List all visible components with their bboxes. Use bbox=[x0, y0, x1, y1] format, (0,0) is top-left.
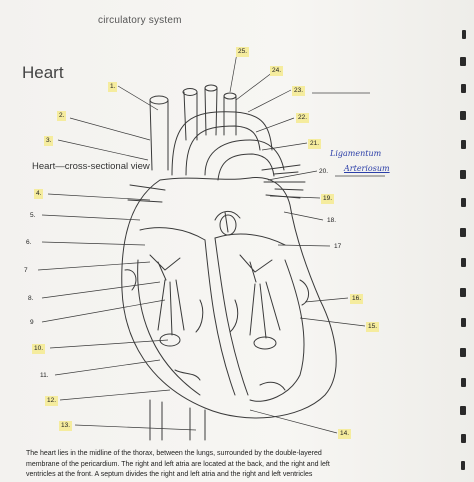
label-19: 19. bbox=[321, 194, 335, 204]
label-15: 15. bbox=[366, 322, 380, 332]
caption-text: The heart lies in the midline of the tho… bbox=[26, 450, 330, 478]
page-title: Heart bbox=[22, 63, 64, 82]
label-4: 4. bbox=[34, 189, 44, 199]
label-14: 14. bbox=[338, 429, 352, 439]
label-21: 21. bbox=[308, 139, 322, 149]
label-24: 24. bbox=[270, 66, 284, 76]
diagram-subtitle: Heart—cross-sectional view bbox=[32, 161, 150, 172]
handwritten-answer-line1: Ligamentum bbox=[330, 149, 382, 158]
label-10: 10. bbox=[32, 344, 46, 354]
label-5: 5. bbox=[30, 212, 36, 219]
page-header: circulatory system bbox=[98, 15, 182, 26]
label-22: 22. bbox=[296, 113, 310, 123]
label-1: 1. bbox=[108, 82, 118, 92]
label-17: 17 bbox=[334, 243, 342, 250]
handwritten-answer-line2: Arteriosum bbox=[344, 164, 390, 173]
label-6: 6. bbox=[26, 239, 32, 246]
label-23: 23. bbox=[292, 86, 306, 96]
label-25: 25. bbox=[236, 47, 250, 57]
label-7: 7 bbox=[24, 267, 28, 274]
label-12: 12. bbox=[45, 396, 59, 406]
label-3: 3. bbox=[44, 136, 54, 146]
label-20: 20. bbox=[319, 168, 329, 175]
label-11: 11. bbox=[40, 372, 49, 379]
label-13: 13. bbox=[59, 421, 73, 431]
label-9: 9 bbox=[30, 319, 34, 326]
label-2: 2. bbox=[57, 111, 67, 121]
label-8: 8. bbox=[28, 295, 34, 302]
label-16: 16. bbox=[350, 294, 364, 304]
label-18: 18. bbox=[327, 217, 337, 224]
